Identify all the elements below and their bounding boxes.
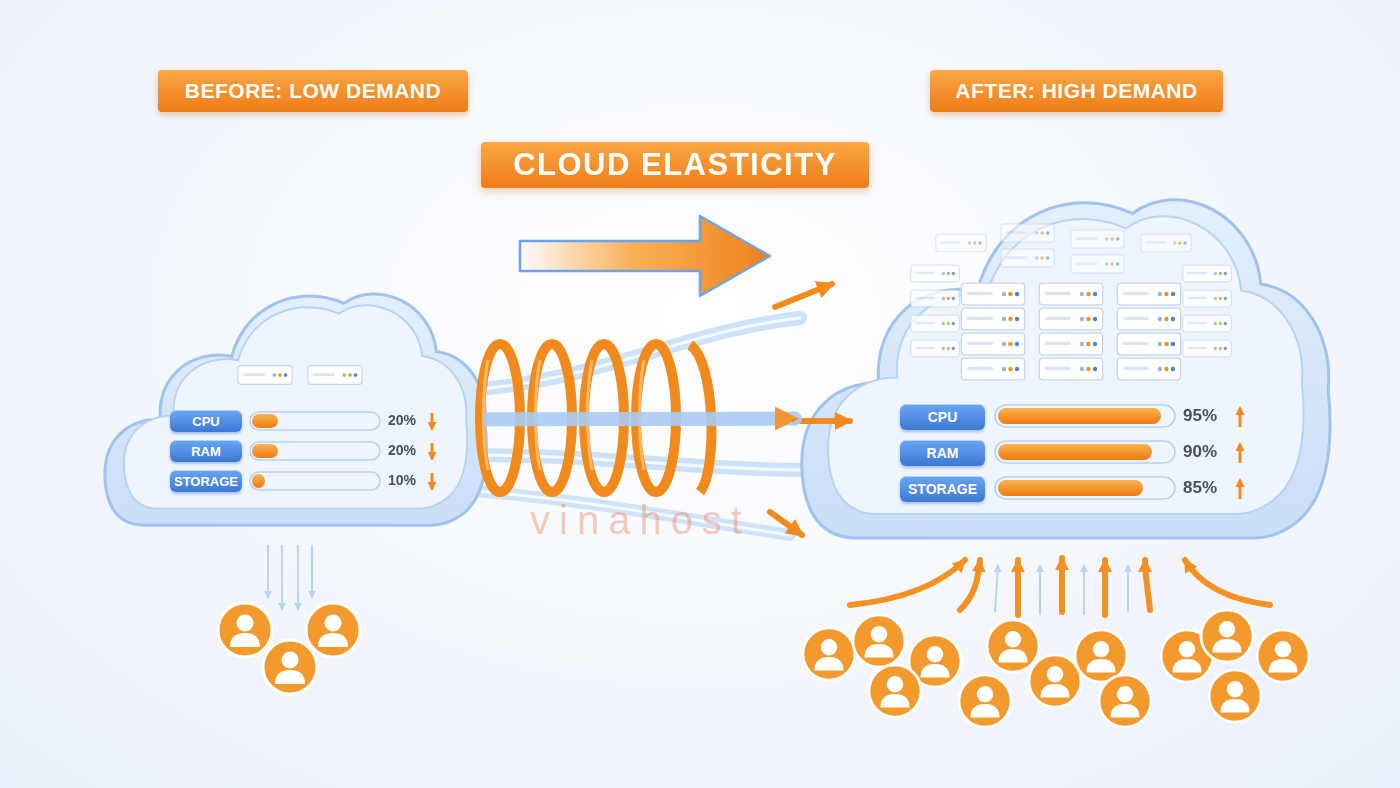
cloud-inner <box>124 305 467 508</box>
elastic-flow-connector <box>490 412 795 427</box>
usage-percent: 20% <box>388 443 416 457</box>
user-icons-low <box>218 603 360 694</box>
usage-percent: 85% <box>1183 479 1217 496</box>
section-banner: AFTER: HIGH DEMAND <box>930 70 1223 112</box>
request-lines-high <box>995 565 1128 615</box>
big-arrow <box>520 216 770 296</box>
resource-pill: STORAGE <box>900 476 985 502</box>
user-icons-high <box>803 610 1309 727</box>
section-banner: BEFORE: LOW DEMAND <box>158 70 468 112</box>
cloud-body <box>105 294 487 525</box>
title-banner: CLOUD ELASTICITY <box>481 142 869 188</box>
resource-pill: RAM <box>900 440 985 466</box>
pill-label: RAM <box>927 446 959 460</box>
cloud-outline <box>100 260 490 530</box>
request-arrows <box>850 558 1270 615</box>
watermark: vinahost <box>530 500 751 540</box>
usage-percent: 20% <box>388 413 416 427</box>
usage-percent: 10% <box>388 473 416 487</box>
cloud-node: BEFORE: LOW DEMANDCPURAMSTORAGE <box>100 260 490 530</box>
resource-pill: CPU <box>170 410 242 432</box>
pill-label: CPU <box>192 415 219 428</box>
pill-label: CPU <box>928 410 958 424</box>
spring-coil <box>480 344 711 492</box>
cloud-body <box>802 200 1330 538</box>
pill-label: RAM <box>191 445 221 458</box>
spring-highlight <box>484 360 645 470</box>
resource-pill: STORAGE <box>170 470 242 492</box>
cloud-outline <box>795 150 1335 545</box>
usage-percent: 95% <box>1183 407 1217 424</box>
resource-pill: RAM <box>170 440 242 462</box>
pill-label: STORAGE <box>908 482 977 496</box>
usage-percent: 90% <box>1183 443 1217 460</box>
cloud-inner <box>828 216 1303 514</box>
resource-pill: CPU <box>900 404 985 430</box>
pill-label: STORAGE <box>174 475 238 488</box>
cloud-node: AFTER: HIGH DEMANDCPURAMSTORAGE <box>795 150 1335 545</box>
request-lines <box>268 545 312 610</box>
